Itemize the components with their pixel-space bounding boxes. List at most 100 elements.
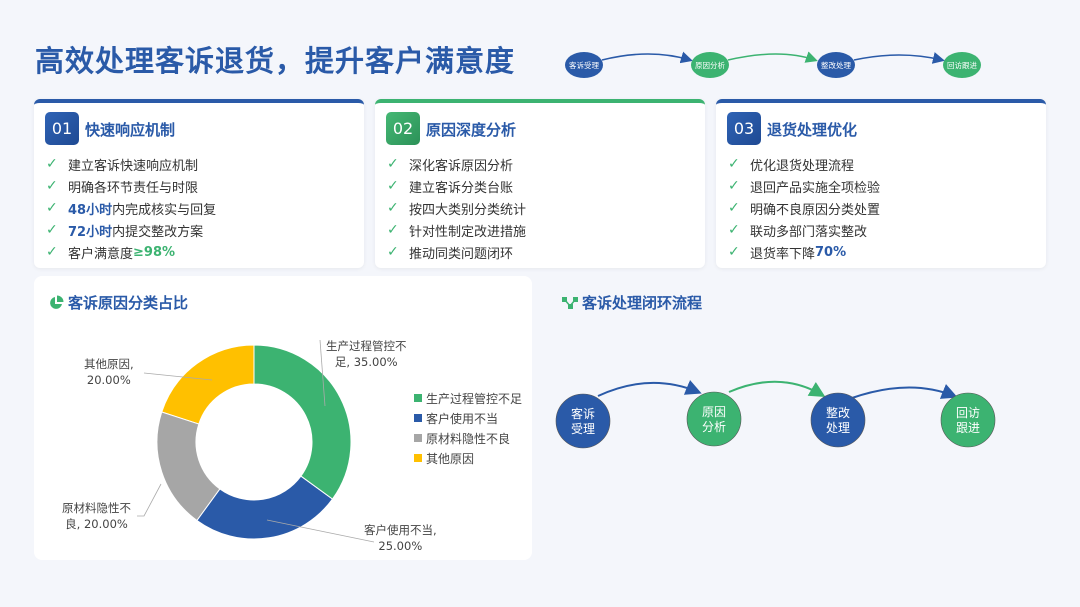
checklist-item: ✓深化客诉原因分析 <box>387 153 526 175</box>
svg-text:处理: 处理 <box>826 421 850 435</box>
flow-arrow <box>728 380 826 398</box>
flow-network-icon <box>562 296 578 309</box>
checkmark-icon: ✓ <box>387 200 399 216</box>
svg-text:原因: 原因 <box>702 405 726 419</box>
mini-step: 客诉受理 <box>565 52 603 78</box>
chart-legend: 生产过程管控不足 客户使用不当 原材料隐性不良 其他原因 <box>414 388 522 468</box>
checklist-item: ✓优化退货处理流程 <box>728 153 880 175</box>
flow-step: 原因分析 <box>686 391 742 447</box>
checkmark-icon: ✓ <box>387 178 399 194</box>
data-label-other: 其他原因,20.00% <box>84 357 134 387</box>
card-checklist: ✓建立客诉快速响应机制✓明确各环节责任与时限✓48小时内完成核实与回复✓72小时… <box>46 153 216 263</box>
svg-text:回访: 回访 <box>956 406 980 420</box>
checkmark-icon: ✓ <box>728 178 740 194</box>
flow-step: 回访跟进 <box>940 392 996 448</box>
flow-section-heading: 客诉处理闭环流程 <box>562 292 702 313</box>
checkmark-icon: ✓ <box>46 156 58 172</box>
data-label-production: 生产过程管控不足, 35.00% <box>326 339 407 369</box>
data-label-customer: 客户使用不当,25.00% <box>364 523 437 553</box>
legend-item: 客户使用不当 <box>414 408 522 428</box>
leader-line <box>266 519 375 543</box>
flow-arrow <box>851 384 958 399</box>
svg-text:跟进: 跟进 <box>956 421 980 435</box>
donut-slice-1 <box>253 344 352 500</box>
checkmark-icon: ✓ <box>728 156 740 172</box>
flow-step: 客诉受理 <box>555 393 611 449</box>
chart-section-heading: 客诉原因分类占比 <box>48 292 188 313</box>
checkmark-icon: ✓ <box>728 200 740 216</box>
donut-slice-4 <box>161 344 255 425</box>
chart-section-title: 客诉原因分类占比 <box>68 294 189 312</box>
checklist-item: ✓ 建立客诉快速响应机制 <box>46 153 216 175</box>
checklist-item: ✓ 按四大类别分类统计 <box>387 197 526 219</box>
checkmark-icon: ✓ <box>728 244 740 260</box>
checkmark-icon: ✓ <box>387 244 399 260</box>
checklist-item: ✓48小时内完成核实与回复 <box>46 197 216 219</box>
page-title: 高效处理客诉退货，提升客户满意度 <box>35 44 516 78</box>
mini-step: 整改处理 <box>817 52 855 78</box>
item-text: 内完成核实与回复 <box>112 202 217 218</box>
checkmark-icon: ✓ <box>728 222 740 238</box>
card-checklist: ✓深化客诉原因分析✓建立客诉分类台账✓按四大类别分类统计✓针对性制定改进措施✓推… <box>387 153 526 263</box>
item-text: 针对性制定改进措施 <box>409 224 527 240</box>
item-text: 建立客诉快速响应机制 <box>68 158 199 174</box>
checklist-item: ✓ 联动多部门落实整改 <box>728 219 880 241</box>
chart-panel: 客诉原因分类占比 生产过程管控不足, 35.00% 客户使用不当,25.00% … <box>34 276 532 560</box>
leader-line <box>319 339 326 407</box>
item-highlight: 48小时 <box>68 202 113 218</box>
svg-text:客诉受理: 客诉受理 <box>569 60 599 70</box>
donut-slice-2 <box>196 475 334 540</box>
mini-process-flow: 客诉受理 原因分析 整改处理 回访跟进 <box>565 51 981 78</box>
checklist-item: ✓ 建立客诉分类台账 <box>387 175 526 197</box>
pie-chart-icon <box>50 295 64 309</box>
card-checklist: ✓优化退货处理流程✓退回产品实施全项检验✓明确不良原因分类处置✓联动多部门落实整… <box>728 153 880 263</box>
legend-item: 原材料隐性不良 <box>414 428 522 448</box>
checklist-item: ✓ 针对性制定改进措施 <box>387 219 526 241</box>
checklist-item: ✓ 明确不良原因分类处置 <box>728 197 880 219</box>
flow-arrow <box>597 380 702 397</box>
data-label-material: 原材料隐性不良, 20.00% <box>62 501 131 531</box>
flow-section-title: 客诉处理闭环流程 <box>582 294 703 312</box>
mini-arrow <box>727 51 818 63</box>
closed-loop-flow: 客诉受理 原因分析 整改处理 回访跟进 <box>555 380 996 449</box>
item-text: 明确不良原因分类处置 <box>750 202 881 218</box>
mini-step: 回访跟进 <box>943 52 981 78</box>
item-highlight: 70% <box>815 244 847 260</box>
mini-arrow <box>853 52 945 64</box>
checklist-item: ✓72小时内提交整改方案 <box>46 219 216 241</box>
svg-text:受理: 受理 <box>571 422 595 436</box>
leader-line <box>143 372 213 381</box>
flow-step: 整改处理 <box>810 392 866 448</box>
item-text: 退货率下降 <box>750 246 816 262</box>
card-title: 退货处理优化 <box>767 121 858 139</box>
svg-text:分析: 分析 <box>702 420 726 434</box>
item-text: 内提交整改方案 <box>112 224 204 240</box>
svg-text:回访跟进: 回访跟进 <box>947 60 977 70</box>
svg-text:整改处理: 整改处理 <box>821 60 851 70</box>
donut-chart <box>137 339 375 543</box>
svg-text:客诉: 客诉 <box>571 406 595 421</box>
checkmark-icon: ✓ <box>46 244 58 260</box>
card-number-badge: 01 <box>45 112 79 145</box>
item-text: 联动多部门落实整改 <box>750 224 868 240</box>
card-title: 原因深度分析 <box>426 121 517 139</box>
item-text: 客户满意度 <box>68 246 134 262</box>
legend-item: 其他原因 <box>414 448 522 468</box>
checklist-item: ✓推动同类问题闭环 <box>387 241 526 263</box>
donut-slice-3 <box>156 411 221 522</box>
item-text: 按四大类别分类统计 <box>409 202 527 218</box>
item-text: 深化客诉原因分析 <box>409 158 514 174</box>
item-highlight: ≥98% <box>133 244 176 260</box>
legend-item: 生产过程管控不足 <box>414 388 522 408</box>
item-text: 建立客诉分类台账 <box>409 180 514 196</box>
checkmark-icon: ✓ <box>387 222 399 238</box>
leader-line <box>137 483 162 517</box>
mini-step: 原因分析 <box>691 52 729 78</box>
checkmark-icon: ✓ <box>46 178 58 194</box>
mini-arrow <box>601 51 693 64</box>
checklist-item: ✓ 客户满意度≥98% <box>46 241 216 263</box>
